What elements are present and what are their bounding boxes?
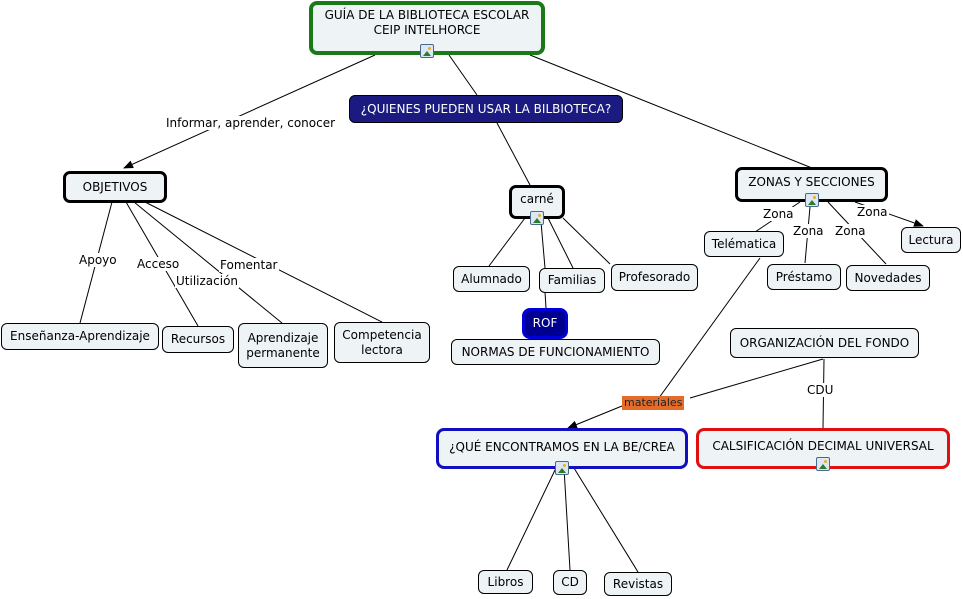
organizacion-node[interactable]: ORGANIZACIÓN DEL FONDO [730,328,919,358]
normas-node[interactable]: NORMAS DE FUNCIONAMIENTO [451,339,660,365]
revistas-node[interactable]: Revistas [604,572,672,596]
image-icon[interactable] [530,211,544,225]
lectura-node[interactable]: Lectura [901,227,961,253]
telematica-node[interactable]: Telématica [704,231,784,257]
image-icon[interactable] [420,44,434,58]
libros-node[interactable]: Libros [478,570,533,594]
familias-node[interactable]: Familias [539,268,605,293]
competencia-node[interactable]: Competencia lectora [334,322,430,363]
aprendizaje-node[interactable]: Aprendizaje permanente [238,323,328,368]
recursos-node[interactable]: Recursos [162,326,234,353]
link-label-zona-prestamo: Zona [792,224,825,238]
link-label-acceso: Acceso [136,257,181,271]
objetivos-node[interactable]: OBJETIVOS [63,171,167,203]
ensenanza-node[interactable]: Enseñanza-Aprendizaje [1,323,159,350]
link-label-informar: Informar, aprender, conocer [165,116,337,130]
quienes-node[interactable]: ¿QUIENES PUEDEN USAR LA BILBIOTECA? [349,95,623,123]
link-label-fomentar: Fomentar [219,258,279,272]
link-label-zona-novedades: Zona [834,224,867,238]
image-icon[interactable] [805,193,819,207]
rof-node[interactable]: ROF [522,308,568,339]
image-icon[interactable] [555,461,569,475]
link-label-zona-lectura: Zona [856,205,889,219]
link-label-zona-telematica: Zona [762,207,795,221]
image-icon[interactable] [816,457,830,471]
link-label-cdu: CDU [806,383,835,397]
link-label-utilizacion: Utilización [175,274,240,288]
profesorado-node[interactable]: Profesorado [611,264,698,291]
prestamo-node[interactable]: Préstamo [767,264,841,290]
novedades-node[interactable]: Novedades [846,265,930,291]
link-label-apoyo: Apoyo [78,253,118,267]
cd-node[interactable]: CD [553,570,587,595]
alumnado-node[interactable]: Alumnado [453,266,530,292]
link-label-materiales: materiales [622,396,685,410]
